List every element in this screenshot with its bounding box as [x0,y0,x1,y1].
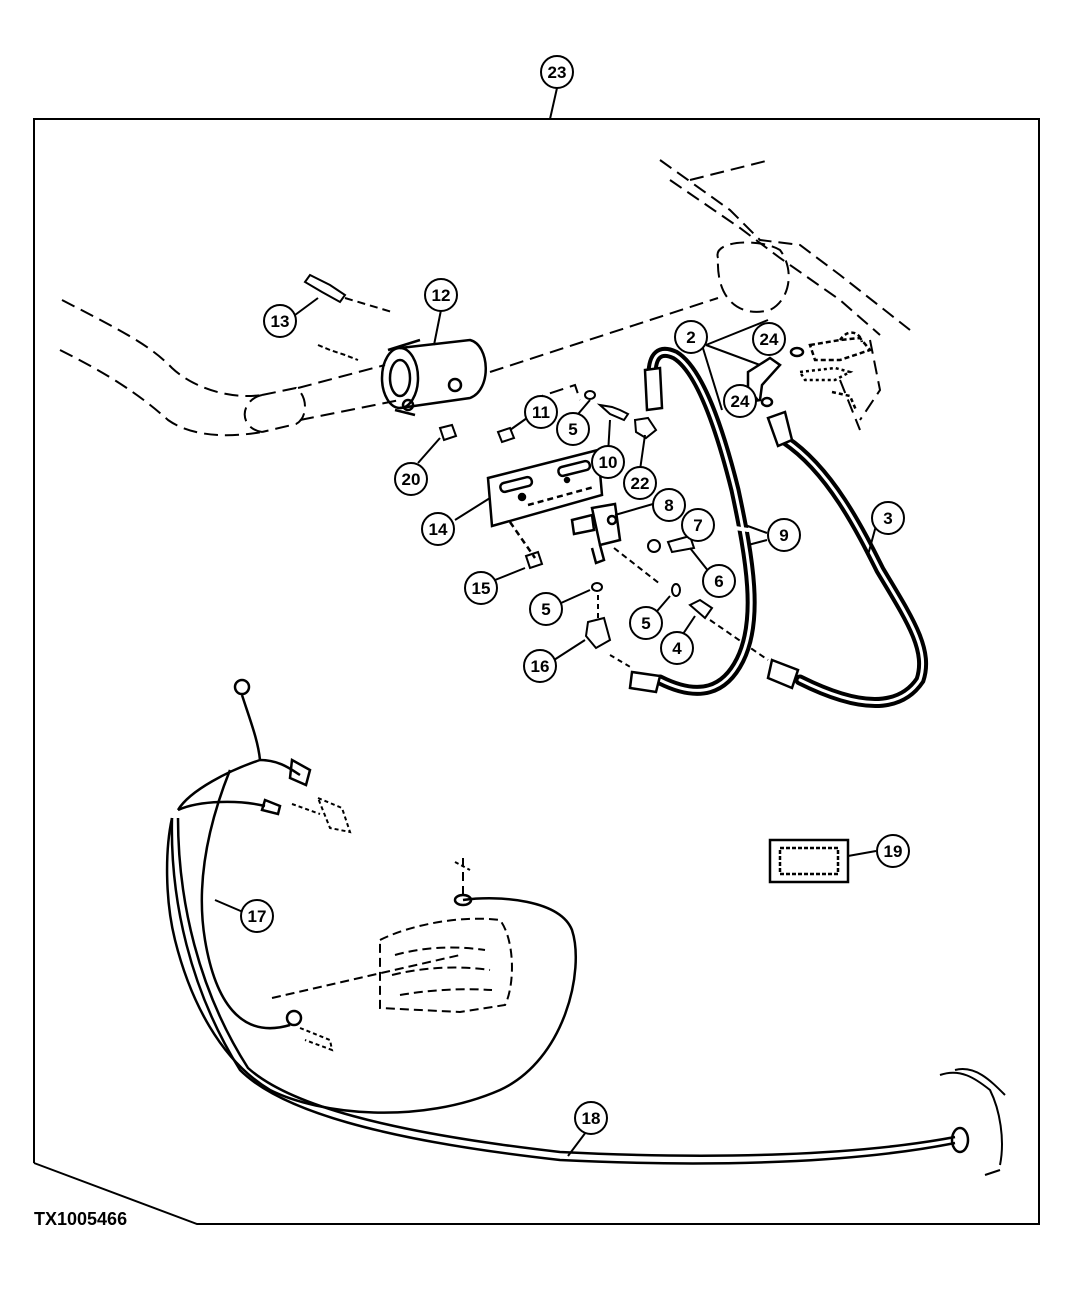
valve-body-8 [570,502,622,565]
callout-3: 3 [871,501,905,535]
svg-text:23: 23 [548,63,567,82]
callout-5-right: 5 [629,606,663,640]
svg-text:8: 8 [664,496,673,515]
svg-text:2: 2 [686,328,695,347]
callout-5-upper: 5 [556,412,590,446]
sensor-13 [303,273,393,313]
svg-text:16: 16 [531,657,550,676]
callout-19: 19 [876,834,910,868]
cable-18 [170,817,970,1165]
callout-13: 13 [263,304,297,338]
svg-text:12: 12 [432,286,451,305]
callout-15: 15 [464,571,498,605]
kit-frame [33,118,1040,1225]
harness-connectors [291,796,471,1052]
callout-24-lower: 24 [723,384,757,418]
callout-8: 8 [652,488,686,522]
callout-24-upper: 24 [752,322,786,356]
svg-text:9: 9 [779,526,788,545]
svg-text:6: 6 [714,572,723,591]
callout-6: 6 [702,564,736,598]
hose-3 [766,410,929,708]
frame-edge-break [939,1068,1006,1176]
bracket-clamp-12 [380,338,487,417]
callout-12: 12 [424,278,458,312]
figure-id-label: TX1005466 [34,1209,128,1229]
svg-text:10: 10 [599,453,618,472]
decal-19 [768,838,850,884]
svg-text:22: 22 [631,474,650,493]
svg-text:15: 15 [472,579,491,598]
callout-14: 14 [421,512,455,546]
callout-2: 2 [674,320,708,354]
callout-9: 9 [767,518,801,552]
svg-text:5: 5 [541,600,550,619]
svg-text:18: 18 [582,1109,601,1128]
svg-text:4: 4 [672,639,682,658]
callout-20: 20 [394,462,428,496]
mounting-plate-14 [486,448,604,559]
callouts: 23 12 13 2 24 24 11 5 [240,55,910,1135]
engine-component-outline [271,858,513,1014]
callout-18: 18 [574,1101,608,1135]
callout-10: 10 [591,445,625,479]
svg-text:17: 17 [248,907,267,926]
hose-9 [628,346,757,696]
machine-outline [59,159,911,437]
callout-23: 23 [540,55,574,89]
callout-7: 7 [681,508,715,542]
svg-text:19: 19 [884,842,903,861]
callout-16: 16 [523,649,557,683]
svg-text:5: 5 [568,420,577,439]
svg-text:24: 24 [731,392,750,411]
callout-17: 17 [240,899,274,933]
svg-text:13: 13 [271,312,290,331]
svg-text:11: 11 [532,403,550,422]
callout-11: 11 [524,395,558,429]
svg-text:24: 24 [760,330,779,349]
svg-text:7: 7 [693,516,702,535]
svg-text:5: 5 [641,614,650,633]
svg-text:3: 3 [883,509,892,528]
svg-text:20: 20 [402,470,421,489]
callout-4: 4 [660,631,694,665]
small-fittings [438,390,769,669]
callout-22: 22 [623,466,657,500]
callout-5-middle: 5 [529,592,563,626]
svg-text:14: 14 [429,520,448,539]
wiring-harness-17 [165,678,577,1114]
fitting-hose-end [317,344,359,361]
